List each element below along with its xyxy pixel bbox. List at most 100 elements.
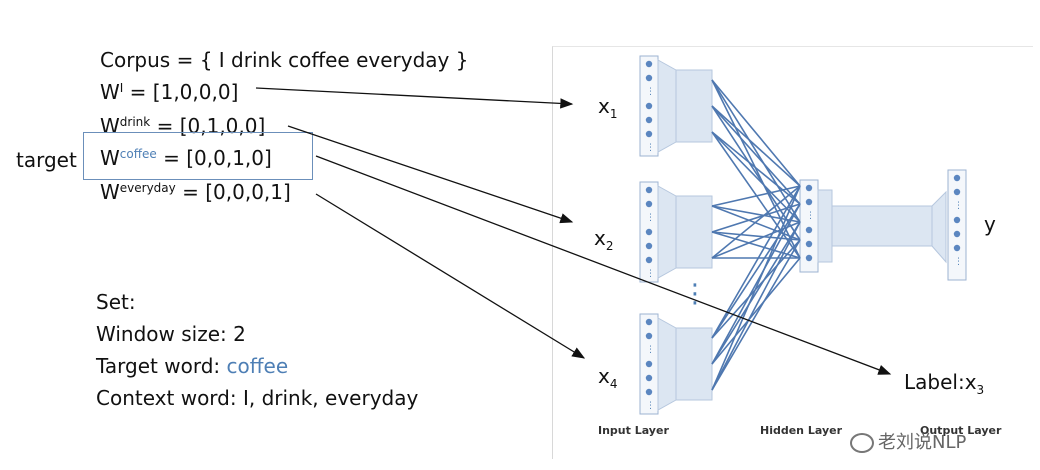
node-dots: ⋮ [646, 143, 655, 153]
input-x4-label: x4 [598, 364, 617, 396]
node-dots: ⋮ [646, 269, 655, 279]
connection-line [711, 105, 801, 241]
network-panel [552, 46, 1033, 459]
connection-line [711, 221, 801, 365]
node-dots: ⋮ [646, 401, 655, 411]
watermark-text: 老刘说NLP [878, 432, 967, 453]
node-circle [805, 254, 813, 262]
node-circle [645, 130, 653, 138]
node-circle [645, 102, 653, 110]
caption-hidden-layer: Hidden Layer [760, 424, 842, 437]
node-dots: ⋮ [646, 345, 655, 355]
arrow-w-coffee-to-label [315, 155, 892, 375]
settings-context: Context word: I, drink, everyday [96, 386, 419, 410]
vector-w-everyday: Weveryday = [0,0,0,1] [100, 180, 291, 204]
caption-input-layer: Input Layer [598, 424, 669, 437]
node-circle [645, 116, 653, 124]
connection-line [711, 185, 801, 259]
connection-line [711, 185, 801, 339]
target-prefix: Target word: [96, 354, 227, 378]
node-circle [645, 318, 653, 326]
connection-line [711, 185, 801, 207]
node-circle [805, 240, 813, 248]
connection-line [711, 105, 801, 187]
target-label-x3: Label:x3 [904, 370, 984, 402]
input-x2-label: x2 [594, 226, 613, 258]
label-base: Label:x [904, 370, 977, 394]
node-dots: ⋮ [646, 213, 655, 223]
node-circle [645, 228, 653, 236]
vector-w-coffee: Wcoffee = [0,0,1,0] [100, 146, 272, 170]
label-sub: 4 [609, 377, 618, 391]
label-sub: 3 [976, 383, 985, 397]
node-circle [645, 360, 653, 368]
node-circle [645, 256, 653, 264]
vector-value: = [0,0,1,0] [156, 146, 272, 170]
connection-line [711, 221, 801, 259]
hidden-layer-taper [817, 189, 833, 263]
node-circle [953, 216, 961, 224]
node-circle [645, 74, 653, 82]
connection-line [711, 203, 801, 365]
node-circle [805, 198, 813, 206]
input-block-x4-taper [657, 317, 677, 411]
connection-line [711, 185, 801, 391]
node-circle [645, 200, 653, 208]
connection-line [711, 239, 801, 391]
arrow-w-everyday-to-x4 [315, 193, 586, 359]
input-block-x2-taper [657, 185, 677, 279]
connection-line [711, 131, 801, 223]
label-sub: 2 [605, 239, 614, 253]
node-circle [645, 374, 653, 382]
node-dots: ⋮ [646, 87, 655, 97]
node-circle [645, 60, 653, 68]
target-highlight-box [83, 132, 313, 180]
label-base: x [594, 226, 606, 250]
output-layer-nodes [947, 169, 967, 281]
vector-base: W [100, 80, 120, 104]
vector-sup: I [119, 81, 124, 95]
vector-sup: coffee [119, 147, 157, 161]
connection-line [711, 203, 801, 233]
input-x1-label: x1 [598, 94, 617, 126]
corpus-line: Corpus = { I drink coffee everyday } [100, 48, 469, 72]
vector-base: W [100, 180, 120, 204]
node-circle [953, 188, 961, 196]
vector-sup: drink [119, 115, 151, 129]
node-dots: ⋮ [954, 201, 963, 211]
connection-line [711, 105, 801, 205]
node-circle [645, 388, 653, 396]
vector-w-i: WI = [1,0,0,0] [100, 80, 238, 104]
label-sub: 1 [609, 107, 618, 121]
watermark: 老刘说NLP [850, 428, 966, 454]
vector-w-drink: Wdrink = [0,1,0,0] [100, 114, 265, 138]
vector-value: = [0,0,0,1] [175, 180, 291, 204]
label-base: x [598, 364, 610, 388]
connection-line [711, 231, 801, 241]
vector-sup: everyday [119, 181, 176, 195]
input-ellipsis: ⋮ [682, 279, 708, 309]
settings-window: Window size: 2 [96, 322, 246, 346]
vector-value: = [1,0,0,0] [123, 80, 239, 104]
hidden-to-output-body [831, 205, 933, 247]
node-dots: ⋮ [806, 211, 815, 221]
node-circle [805, 184, 813, 192]
output-taper [931, 190, 947, 264]
node-circle [645, 186, 653, 194]
label-base: x [598, 94, 610, 118]
input-block-x1-taper [657, 59, 677, 153]
target-word: coffee [226, 354, 289, 378]
arrow-w-drink-to-x2 [287, 125, 574, 224]
vector-value: = [0,1,0,0] [150, 114, 266, 138]
wechat-icon [850, 433, 874, 453]
node-circle [805, 226, 813, 234]
connection-line [711, 203, 801, 339]
input-block-x4-body [675, 327, 713, 401]
connection-line [711, 131, 801, 205]
node-circle [645, 242, 653, 250]
node-circle [645, 332, 653, 340]
arrow-w-i-to-x1 [255, 87, 574, 109]
connection-line [711, 221, 801, 391]
target-label: target [16, 148, 77, 172]
